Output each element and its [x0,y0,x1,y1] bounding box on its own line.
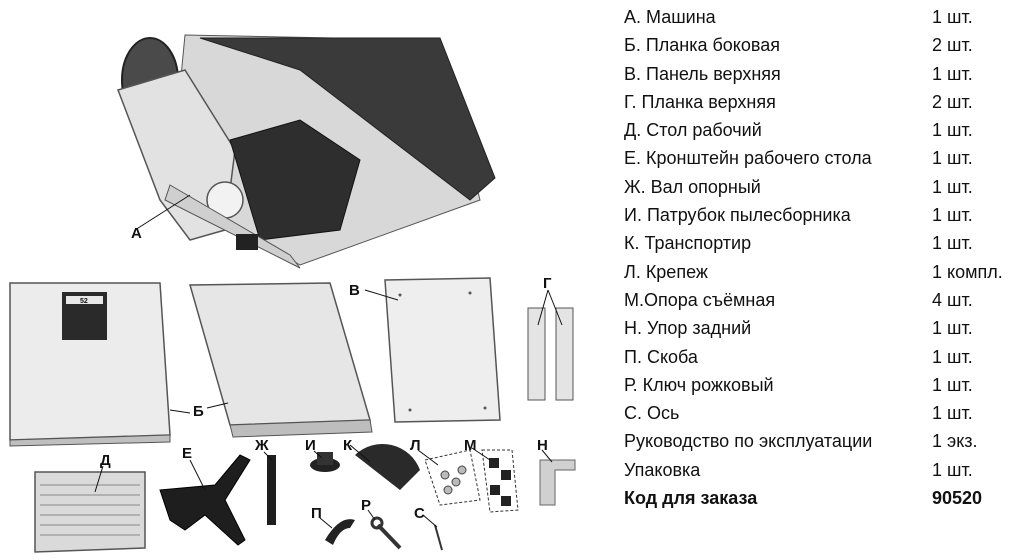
callout-b: Б [193,403,204,420]
parts-row: Ж. Вал опорный 1 шт. [624,173,1012,201]
parts-row: Л. Крепеж 1 компл. [624,258,1012,286]
removable-feet-m [471,447,519,513]
callout-l: Л [410,437,421,454]
dust-port-i [310,450,340,472]
part-qty: 1 шт. [932,120,973,141]
side-panel-b-right [189,282,373,438]
part-name: К. Транспортир [624,233,752,254]
part-name: Упаковка [624,459,701,480]
callout-n: Н [537,437,548,454]
order-code-value: 90520 [932,488,983,509]
side-panel-b-left: 52 [9,282,191,447]
part-name: М.Опора съёмная [624,289,776,310]
callout-p: П [311,505,322,522]
part-name: И. Патрубок пылесборника [624,205,851,226]
order-code-row: Код для заказа 90520 [624,484,1012,512]
part-name: А. Машина [624,7,716,27]
callout-a: А [131,225,142,242]
part-qty: 1 шт. [932,346,973,367]
part-name: П. Скоба [624,346,698,367]
callout-v: В [349,282,360,299]
parts-row: Г. Планка верхняя 2 шт. [624,88,1012,116]
part-qty: 2 шт. [932,91,973,112]
part-name: Л. Крепеж [624,261,708,282]
parts-illustration: 52 [9,34,576,553]
part-name: Д. Стол рабочий [624,120,762,141]
part-qty: 2 шт. [932,35,973,56]
part-name: Г. Планка верхняя [624,91,776,112]
nameplate-model: 52 [80,298,88,305]
machine-a [117,34,496,269]
part-qty: 1 шт. [932,148,973,169]
part-name: Руководство по эксплуатации [624,431,873,452]
support-shaft-zh [263,451,276,525]
part-name: В. Панель верхняя [624,63,781,84]
parts-row: А. Машина 1 шт. [624,3,1012,31]
parts-row: Д. Стол рабочий 1 шт. [624,116,1012,144]
parts-row: Е. Кронштейн рабочего стола 1 шт. [624,144,1012,172]
parts-row: И. Патрубок пылесборника 1 шт. [624,201,1012,229]
callout-d: Д [100,452,111,469]
back-stop-n [539,449,576,506]
top-panel-v [364,277,501,423]
table-bracket-e [159,454,251,546]
callout-e: Е [182,445,193,462]
part-qty: 1 шт. [932,403,973,424]
parts-row: К. Транспортир 1 шт. [624,229,1012,257]
part-qty: 1 шт. [932,318,973,339]
part-name: Ж. Вал опорный [624,176,761,197]
top-strips-g [527,289,574,401]
part-qty: 1 шт. [932,7,973,27]
callout-i: И [305,437,316,454]
callout-r: Р [361,497,372,514]
fasteners-l [417,449,481,506]
work-table-d [34,465,146,553]
part-name: Р. Ключ рожковый [624,374,774,395]
part-name: Е. Кронштейн рабочего стола [624,148,872,169]
callout-zh: Ж [255,437,269,454]
part-qty: 1 шт. [932,374,973,395]
wrench-r [367,509,402,550]
callout-k: К [343,437,353,454]
callout-g: Г [543,275,552,292]
part-qty: 1 экз. [932,431,978,452]
part-qty: 4 шт. [932,289,973,310]
part-qty: 1 шт. [932,205,973,226]
parts-row: М.Опора съёмная 4 шт. [624,286,1012,314]
parts-row: Б. Планка боковая 2 шт. [624,31,1012,59]
part-qty: 1 шт. [932,63,973,84]
part-name: С. Ось [624,403,680,424]
parts-row: Н. Упор задний 1 шт. [624,314,1012,342]
part-name: Б. Планка боковая [624,35,781,56]
part-qty: 1 компл. [932,261,1003,282]
clamp-p [319,517,355,545]
callout-s: С [414,505,425,522]
parts-row: Р. Ключ рожковый 1 шт. [624,371,1012,399]
parts-row: П. Скоба 1 шт. [624,343,1012,371]
order-code-label: Код для заказа [624,488,758,509]
parts-row: С. Ось 1 шт. [624,399,1012,427]
part-name: Н. Упор задний [624,318,752,339]
callout-m: М [464,437,477,454]
part-qty: 1 шт. [932,176,973,197]
part-qty: 1 шт. [932,233,973,254]
parts-row: Упаковка 1 шт. [624,456,1012,484]
parts-row: В. Панель верхняя 1 шт. [624,60,1012,88]
parts-figure: 52 [9,34,576,553]
part-qty: 1 шт. [932,459,973,480]
parts-row: Руководство по эксплуатации 1 экз. [624,427,1012,455]
protractor-k [349,444,420,490]
parts-list: А. Машина 1 шт. Б. Планка боковая 2 шт. В.… [624,3,1012,512]
axle-s [422,514,443,551]
